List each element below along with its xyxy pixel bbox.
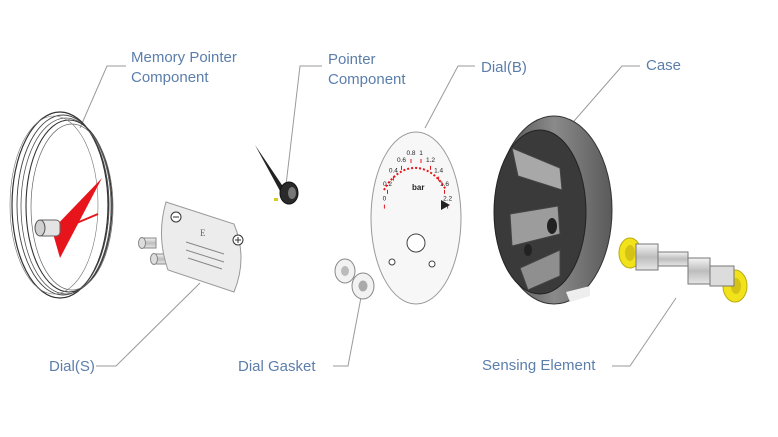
pointer-component-label-line1: Pointer	[328, 51, 376, 68]
dial-b-scale-label: 0.8	[406, 150, 415, 157]
dial-b-scale-label: 0.6	[397, 157, 406, 164]
case	[493, 115, 613, 305]
dial-b-label: Dial(B)	[481, 59, 527, 76]
sensing-element-label: Sensing Element	[482, 357, 596, 374]
dial-b-scale-label: 1	[419, 150, 423, 157]
dial-gaskets	[334, 258, 375, 300]
sensing-element-leader	[612, 297, 677, 367]
case-label: Case	[646, 57, 682, 74]
dial-s-leader	[96, 282, 201, 367]
dial-b-scale-label: 1.6	[440, 181, 449, 188]
sensing-element	[618, 237, 748, 303]
dial-b-scale: 0 0.2 0.4 0.60.8 11.2 1.4 1.6 2.2	[383, 150, 452, 209]
dial-b-scale-label: 2.2	[443, 196, 452, 203]
dial-b-scale-label: 0.4	[389, 168, 398, 175]
pointer-leader	[285, 65, 322, 186]
pointer-component-label-line2: Component	[328, 71, 406, 88]
dial-gasket-2	[351, 272, 375, 300]
pointer-component	[255, 145, 299, 205]
dial-gasket-leader	[333, 291, 363, 367]
case-leader	[567, 65, 640, 129]
dial-s-screws	[138, 237, 169, 265]
memory-pointer-label-line2: Component	[131, 69, 209, 86]
pointer-component-label: Pointer Component	[328, 50, 406, 90]
svg-text:E: E	[200, 228, 206, 238]
dial-b: 0 0.2 0.4 0.60.8 11.2 1.4 1.6 2.2 bar	[370, 131, 462, 305]
dial-s-label: Dial(S)	[49, 358, 95, 375]
memory-pointer-component	[9, 111, 114, 299]
dial-gasket-1	[334, 258, 356, 284]
memory-pointer-needle	[52, 178, 102, 258]
dial-b-unit: bar	[412, 183, 424, 192]
dial-b-leader	[424, 65, 475, 129]
dial-b-scale-label: 0	[383, 196, 387, 203]
memory-pointer-leader	[79, 65, 126, 129]
dial-b-scale-label: 0.2	[383, 181, 392, 188]
memory-pointer-label: Memory Pointer Component	[131, 48, 237, 88]
dial-gasket-label: Dial Gasket	[238, 358, 316, 375]
dial-s-plate: E	[160, 201, 244, 293]
dial-b-scale-label: 1.4	[434, 168, 443, 175]
memory-pointer-label-line1: Memory Pointer	[131, 49, 237, 66]
dial-b-scale-label: 1.2	[426, 157, 435, 164]
leader-lines	[79, 65, 677, 367]
